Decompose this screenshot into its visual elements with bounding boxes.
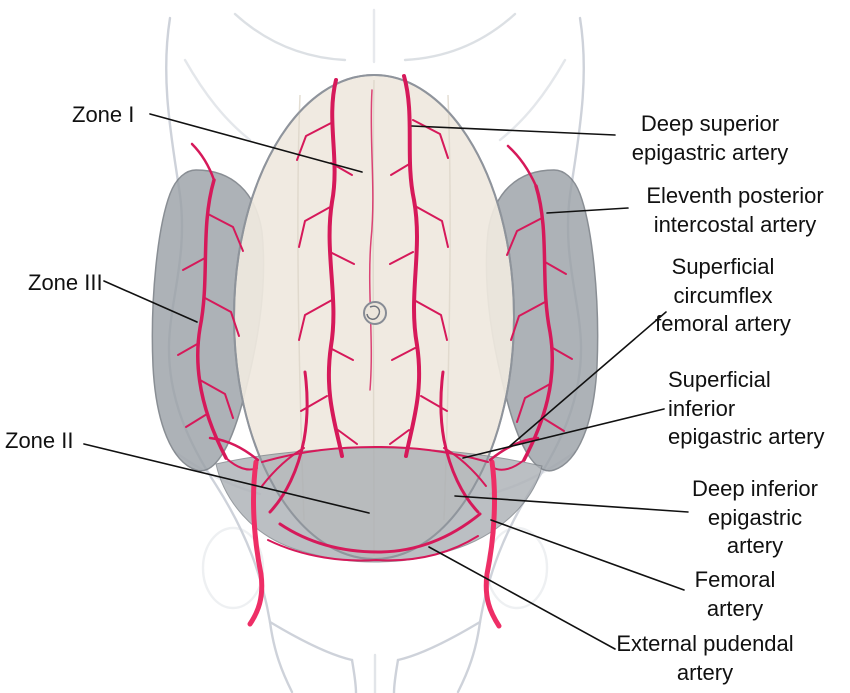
label-deep-superior-epigastric-artery: Deep superior epigastric artery — [631, 111, 789, 165]
arcuate-anastomosis — [261, 446, 489, 463]
superficial-circumflex-left — [208, 436, 260, 462]
epigastric-arteries — [296, 74, 449, 458]
leader-superficial-inferior — [462, 408, 665, 459]
femoral-artery-right — [483, 459, 502, 629]
label-zone-ii: Zone II — [5, 428, 74, 453]
label-superficial-inferior-epigastric-artery: Superficial inferior epigastric artery — [668, 367, 825, 450]
leader-deep-inferior — [454, 495, 689, 513]
external-pudendal-artery — [278, 512, 482, 554]
leader-zone1 — [149, 113, 363, 173]
leader-deep-superior — [411, 125, 616, 136]
leader-eleventh — [546, 207, 629, 214]
intercostal-arteries — [177, 142, 573, 471]
deep-inferior-epigastric-right — [439, 370, 480, 514]
deep-inferior-epigastric-left — [268, 370, 309, 514]
leader-zone2 — [83, 443, 370, 514]
leader-lines — [83, 113, 689, 650]
zone1-ellipse-outline — [233, 74, 515, 560]
leader-superficial-circumflex — [509, 311, 667, 447]
umbilicus — [363, 301, 387, 325]
superficial-inferior-epigastric-left — [261, 447, 305, 487]
torso-outline — [165, 8, 585, 693]
superficial-inferior-epigastric-right — [443, 447, 487, 487]
label-zone-iii: Zone III — [28, 270, 103, 295]
label-external-pudendal-artery: External pudendal artery — [616, 631, 794, 685]
leader-zone3 — [103, 280, 198, 323]
label-superficial-circumflex-femoral-artery: Superficial circumflex femoral artery — [655, 254, 791, 337]
leader-external-pudendal — [428, 546, 616, 650]
groin-arteries — [208, 370, 540, 629]
label-deep-inferior-epigastric-artery: Deep inferior epigastric artery — [692, 476, 818, 559]
label-eleventh-posterior-intercostal-artery: Eleventh posterior intercostal artery — [646, 183, 824, 237]
leader-femoral — [490, 519, 685, 591]
femoral-artery-left — [247, 459, 265, 627]
label-zone-i: Zone I — [72, 102, 135, 127]
label-femoral-artery: Femoral artery — [694, 567, 776, 621]
